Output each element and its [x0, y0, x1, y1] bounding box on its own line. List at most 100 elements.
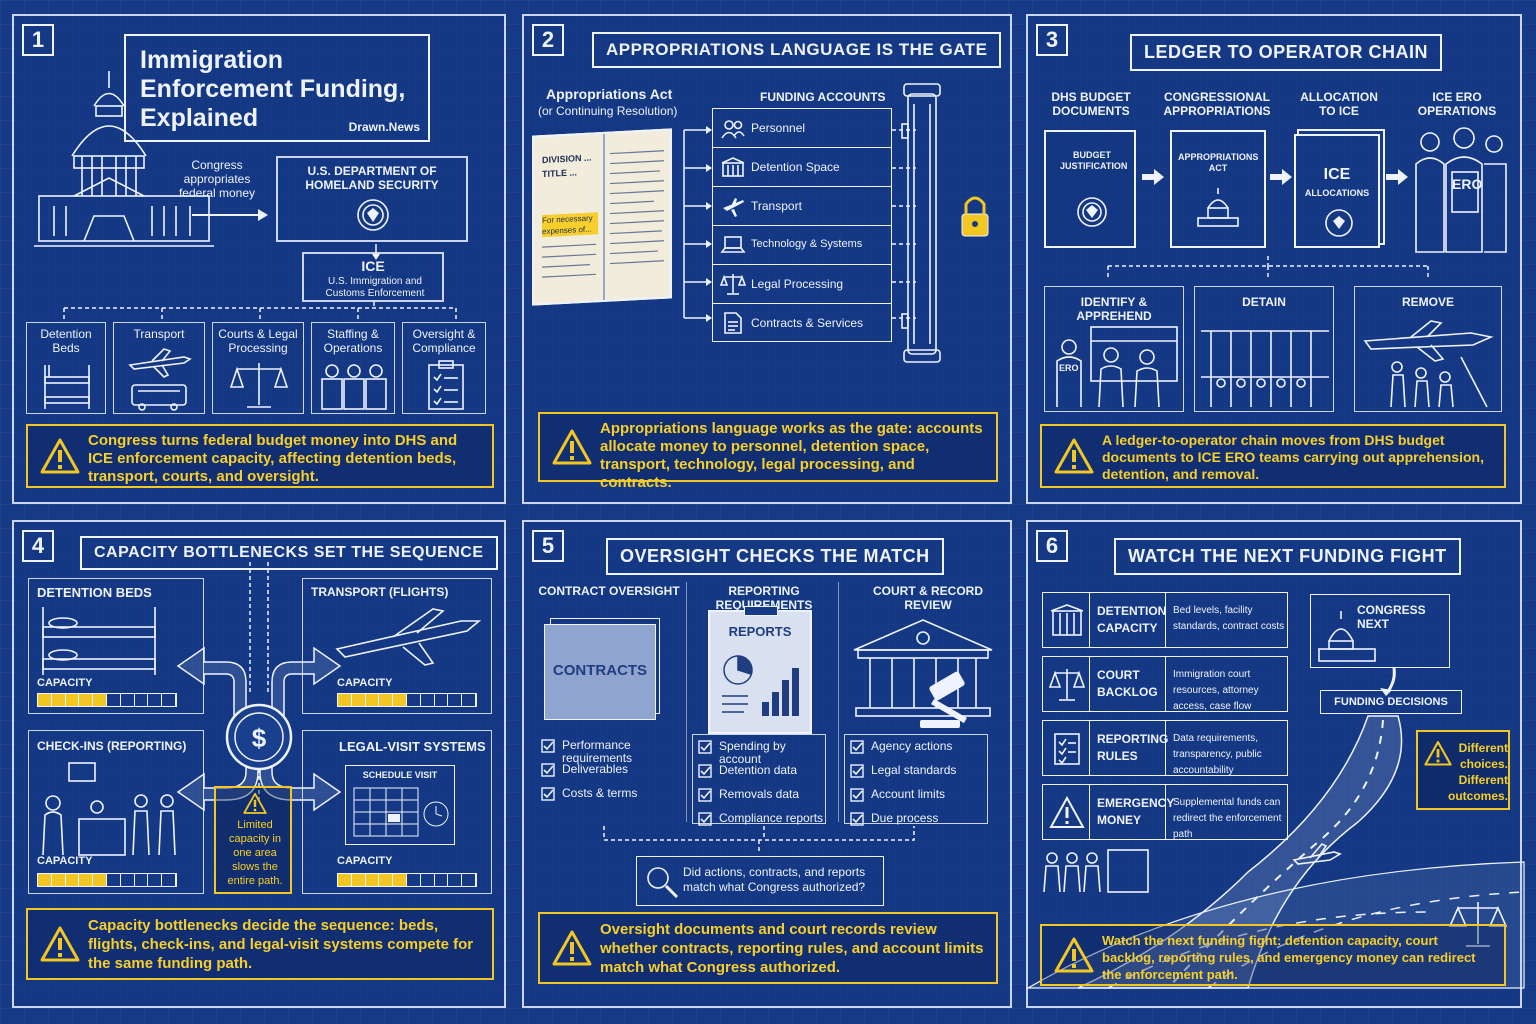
capacity-cell-empty — [448, 874, 463, 886]
checkbox-checked-icon — [541, 787, 555, 801]
dhs-seal-icon — [1077, 197, 1107, 227]
capacity-cell-filled — [38, 874, 52, 886]
bunk-bed-icon — [44, 365, 90, 409]
warning-callout: Oversight documents and court records re… — [538, 912, 998, 984]
capacity-label: CAPACITY — [337, 677, 393, 689]
checklist-item: Account limits — [850, 787, 987, 807]
capacity-cell-filled — [79, 874, 94, 886]
panel-title: OVERSIGHT CHECKS THE MATCH — [606, 538, 944, 575]
panel-number: 5 — [532, 530, 564, 562]
checklist-label: Spending by account — [719, 739, 786, 766]
capacity-box-beds: DETENTION BEDS CAPACITY — [28, 578, 204, 714]
capacity-cell-filled — [51, 874, 66, 886]
checkbox-checked-icon — [541, 763, 555, 777]
checklist-label: Compliance reports — [719, 811, 824, 825]
clipboard-icon — [428, 360, 464, 410]
box-title: CHECK-INS (REPORTING) — [37, 739, 187, 753]
column-header: COURT & RECORD REVIEW — [873, 584, 983, 612]
checkbox-checked-icon — [698, 812, 712, 826]
capacity-cell-filled — [351, 694, 366, 706]
congress-note: Congress appropriates federal money — [178, 158, 256, 200]
checklist-icon — [1054, 733, 1080, 765]
capacity-cell-empty — [162, 874, 176, 886]
account-label: Transport — [751, 199, 802, 213]
checklist-item: Detention data — [698, 763, 825, 783]
action-label: IDENTIFY & APPREHEND — [1076, 295, 1152, 323]
category-detention-beds: Detention Beds — [26, 322, 106, 414]
checkbox-checked-icon — [850, 740, 864, 754]
warning-callout: Capacity bottlenecks decide the sequence… — [26, 908, 494, 980]
capacity-cell-filled — [51, 694, 66, 706]
schedule-screen: SCHEDULE VISIT — [345, 765, 455, 845]
ero-label: ERO — [1059, 363, 1079, 373]
checklist-label: Account limits — [871, 787, 946, 801]
watch-row-label: DETENTION CAPACITY — [1097, 604, 1167, 635]
checklist-label: Agency actions — [871, 739, 953, 753]
warning-text: Watch the next funding fight: detention … — [1102, 933, 1476, 982]
capacity-cell-filled — [379, 694, 394, 706]
plane-icon — [723, 198, 744, 217]
plane-icon — [335, 608, 482, 666]
action-label: REMOVE — [1401, 295, 1454, 309]
capacity-cell-filled — [379, 874, 394, 886]
warning-icon — [40, 926, 80, 962]
warning-icon — [1054, 937, 1094, 973]
ice-box: ICE U.S. Immigration and Customs Enforce… — [302, 252, 444, 302]
branch-lines — [603, 826, 915, 854]
step-label: DHS BUDGET DOCUMENTS — [1051, 90, 1131, 118]
capacity-cell-filled — [93, 694, 107, 706]
panel-5: 5 OVERSIGHT CHECKS THE MATCH CONTRACT OV… — [522, 520, 1012, 1008]
budget-binder: BUDGET JUSTIFICATION — [1044, 130, 1136, 248]
checklist-label: Costs & terms — [562, 786, 638, 800]
capacity-cell-empty — [435, 874, 449, 886]
capacity-cell-empty — [407, 874, 421, 886]
appropriations-doc: APPROPRIATIONS ACT — [1170, 130, 1266, 248]
ero-label: ERO — [1452, 176, 1483, 192]
branch-lines — [1107, 256, 1429, 280]
warning-icon — [243, 792, 267, 814]
action-remove: REMOVE — [1354, 286, 1502, 412]
bottleneck-note: Limited capacity in one area slows the e… — [214, 786, 292, 894]
checklist-label: Legal standards — [871, 763, 957, 777]
book-lines — [610, 150, 664, 265]
panel-1: 1 Immigration Enforcement Funding, Expla… — [12, 14, 506, 504]
svg-text:$: $ — [252, 723, 267, 753]
warning-text: Appropriations language works as the gat… — [600, 420, 983, 491]
category-courts: Courts & Legal Processing — [212, 322, 304, 414]
capacity-bar — [337, 693, 477, 707]
detention-scene-icon — [1201, 330, 1329, 407]
capacity-cell-empty — [121, 694, 135, 706]
dhs-seal-icon — [357, 199, 389, 231]
warning-icon — [40, 438, 80, 474]
book-lines — [542, 243, 596, 278]
capacity-cell-empty — [107, 694, 121, 706]
panel-number: 3 — [1036, 24, 1068, 56]
warning-callout: Appropriations language works as the gat… — [538, 412, 998, 491]
connector-line — [372, 244, 380, 260]
warning-icon — [1049, 795, 1085, 828]
outcomes-callout: Different choices. Different outcomes. — [1416, 730, 1510, 810]
watch-row-label: COURT BACKLOG — [1097, 668, 1158, 699]
pipe-network: $ — [176, 562, 342, 812]
capacity-cell-empty — [407, 694, 421, 706]
account-label: Detention Space — [751, 160, 840, 174]
book-title: TITLE ... — [542, 167, 577, 180]
panel-title: APPROPRIATIONS LANGUAGE IS THE GATE — [592, 32, 1002, 68]
courthouse-icon — [853, 619, 993, 728]
reports-clipboard: REPORTS — [708, 606, 812, 734]
capacity-cell-filled — [65, 874, 80, 886]
checklist-label: Due process — [871, 811, 939, 825]
act-title: Appropriations Act — [546, 86, 673, 102]
capacity-cell-filled — [38, 694, 52, 706]
panel-number: 4 — [22, 530, 54, 562]
checkbox-checked-icon — [850, 764, 864, 778]
panel-title: Immigration Enforcement Funding, Explain… — [140, 46, 406, 132]
panel-6: 6 WATCH THE NEXT FUNDING FIGHT DETENTION… — [1025, 520, 1525, 1008]
watch-row-desc: Supplemental funds can redirect the enfo… — [1173, 797, 1282, 840]
panel-title: WATCH THE NEXT FUNDING FIGHT — [1114, 538, 1461, 575]
book-division: DIVISION ... — [542, 152, 592, 166]
checklist-item: Legal standards — [850, 763, 987, 783]
checkin-scene-icon — [42, 762, 176, 856]
